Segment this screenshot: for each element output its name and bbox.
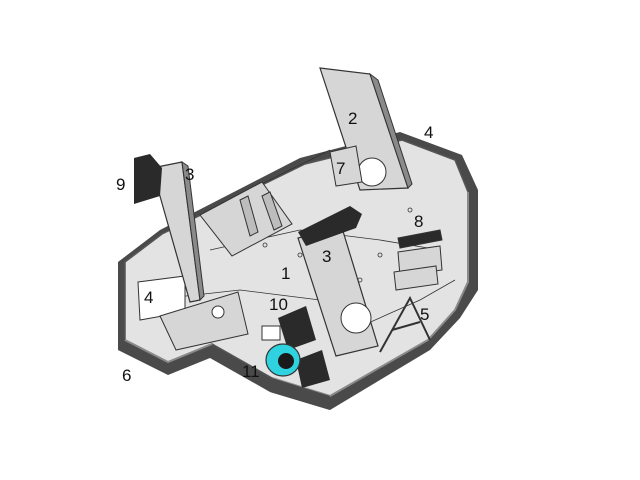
front-rim-face: [270, 378, 330, 410]
upright-plate-3-center: [297, 206, 379, 357]
label-2: 2: [348, 109, 358, 128]
label-3-left: 3: [185, 165, 195, 184]
label-6: 6: [122, 366, 132, 385]
rim-top-edge: [124, 192, 469, 398]
part-10-block: [278, 306, 316, 350]
label-10: 10: [269, 295, 288, 314]
part-9-block: [134, 154, 162, 204]
part-5-aframe: [379, 295, 431, 353]
label-1: 1: [281, 264, 291, 283]
part-7-bracket: [329, 145, 363, 187]
label-9: 9: [116, 175, 126, 194]
label-4-left: 4: [144, 288, 154, 307]
label-7: 7: [336, 159, 346, 178]
label-11: 11: [242, 362, 260, 381]
part-8-rails: [393, 229, 443, 291]
label-8: 8: [414, 212, 424, 231]
label-4-right: 4: [424, 123, 434, 142]
part-10-lower-block: [296, 350, 330, 388]
left-front-bracket: [159, 291, 249, 351]
bolt-left: [211, 305, 225, 319]
upright-plate-3-left: [151, 160, 205, 303]
label-5: 5: [420, 305, 430, 324]
rear-bracket: [199, 181, 293, 257]
upright-plate-2: [319, 67, 413, 191]
part-11-wheel: [261, 325, 301, 377]
label-3-center: 3: [322, 247, 332, 266]
